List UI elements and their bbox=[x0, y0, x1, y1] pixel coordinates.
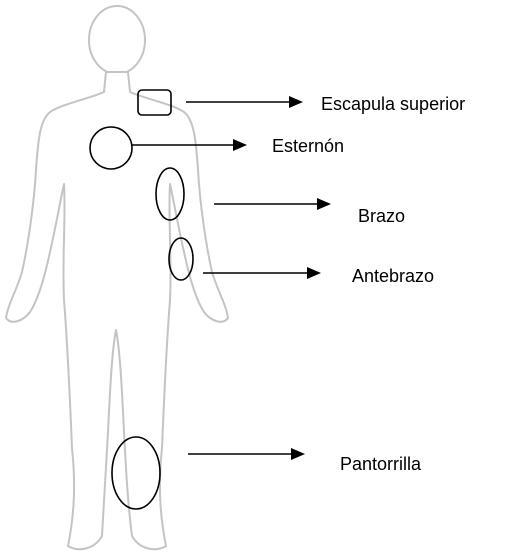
arm-arrow bbox=[214, 198, 331, 210]
upper-scapula-arrow bbox=[186, 96, 303, 108]
sternum-label: Esternón bbox=[272, 136, 344, 156]
body-outline bbox=[6, 72, 228, 549]
calf-arrow bbox=[188, 448, 305, 460]
arm-label: Brazo bbox=[358, 206, 405, 226]
forearm-label: Antebrazo bbox=[352, 266, 434, 286]
forearm-arrow bbox=[203, 267, 321, 279]
human-body-silhouette bbox=[6, 6, 228, 549]
calf-label: Pantorrilla bbox=[340, 454, 422, 474]
upper-scapula-label: Escapula superior bbox=[321, 94, 465, 114]
head-outline bbox=[89, 6, 145, 74]
